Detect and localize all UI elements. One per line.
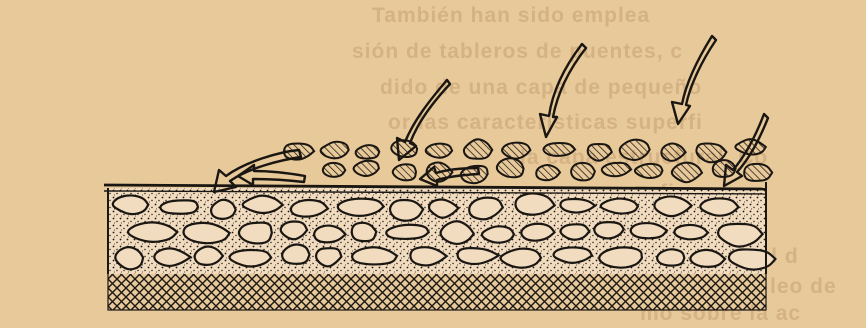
base-stone-24 [561,224,590,239]
base-stone-6 [390,200,423,221]
base-stone-40 [599,247,642,267]
base-stone-13 [700,198,738,215]
base-stone-16 [239,223,272,244]
aggregate-chip-22 [620,140,650,160]
base-stone-19 [352,223,377,241]
cross-hatched-substrate [108,272,766,310]
aggregate-chip-17 [426,144,452,158]
aggregate-chip-19 [502,143,530,159]
aggregate-chip-14 [321,142,349,159]
aggregate-chip-10 [672,163,702,183]
aggregate-chip-18 [464,139,492,158]
base-stone-41 [657,249,684,265]
aggregate-chip-6 [536,165,560,180]
aggregate-chip-9 [635,164,663,178]
aggregate-chip-8 [602,163,631,176]
base-stone-33 [282,245,309,264]
base-stone-2 [211,200,236,219]
aggregate-chip-7 [571,163,595,181]
aggregate-chip-5 [497,158,524,177]
arrow-3-icon [540,44,586,137]
aggregate-chip-0 [323,163,345,177]
aggregate-chip-2 [393,164,416,180]
aggregate-chip-23 [661,143,685,160]
aggregate-chip-21 [588,144,612,161]
base-stone-1 [160,200,198,213]
loose-aggregate-chips [284,139,772,183]
base-stone-22 [482,226,514,242]
base-stone-20 [386,225,428,239]
arrow-6-icon [238,165,305,185]
aggregate-chip-12 [744,164,772,181]
aggregate-chip-20 [543,143,575,156]
aggregate-chip-1 [354,161,379,176]
open-graded-base-layer [108,182,775,274]
base-stone-27 [674,225,707,239]
aggregate-chip-15 [356,145,380,158]
arrow-4-icon [672,36,716,124]
aggregate-chip-24 [696,144,726,163]
